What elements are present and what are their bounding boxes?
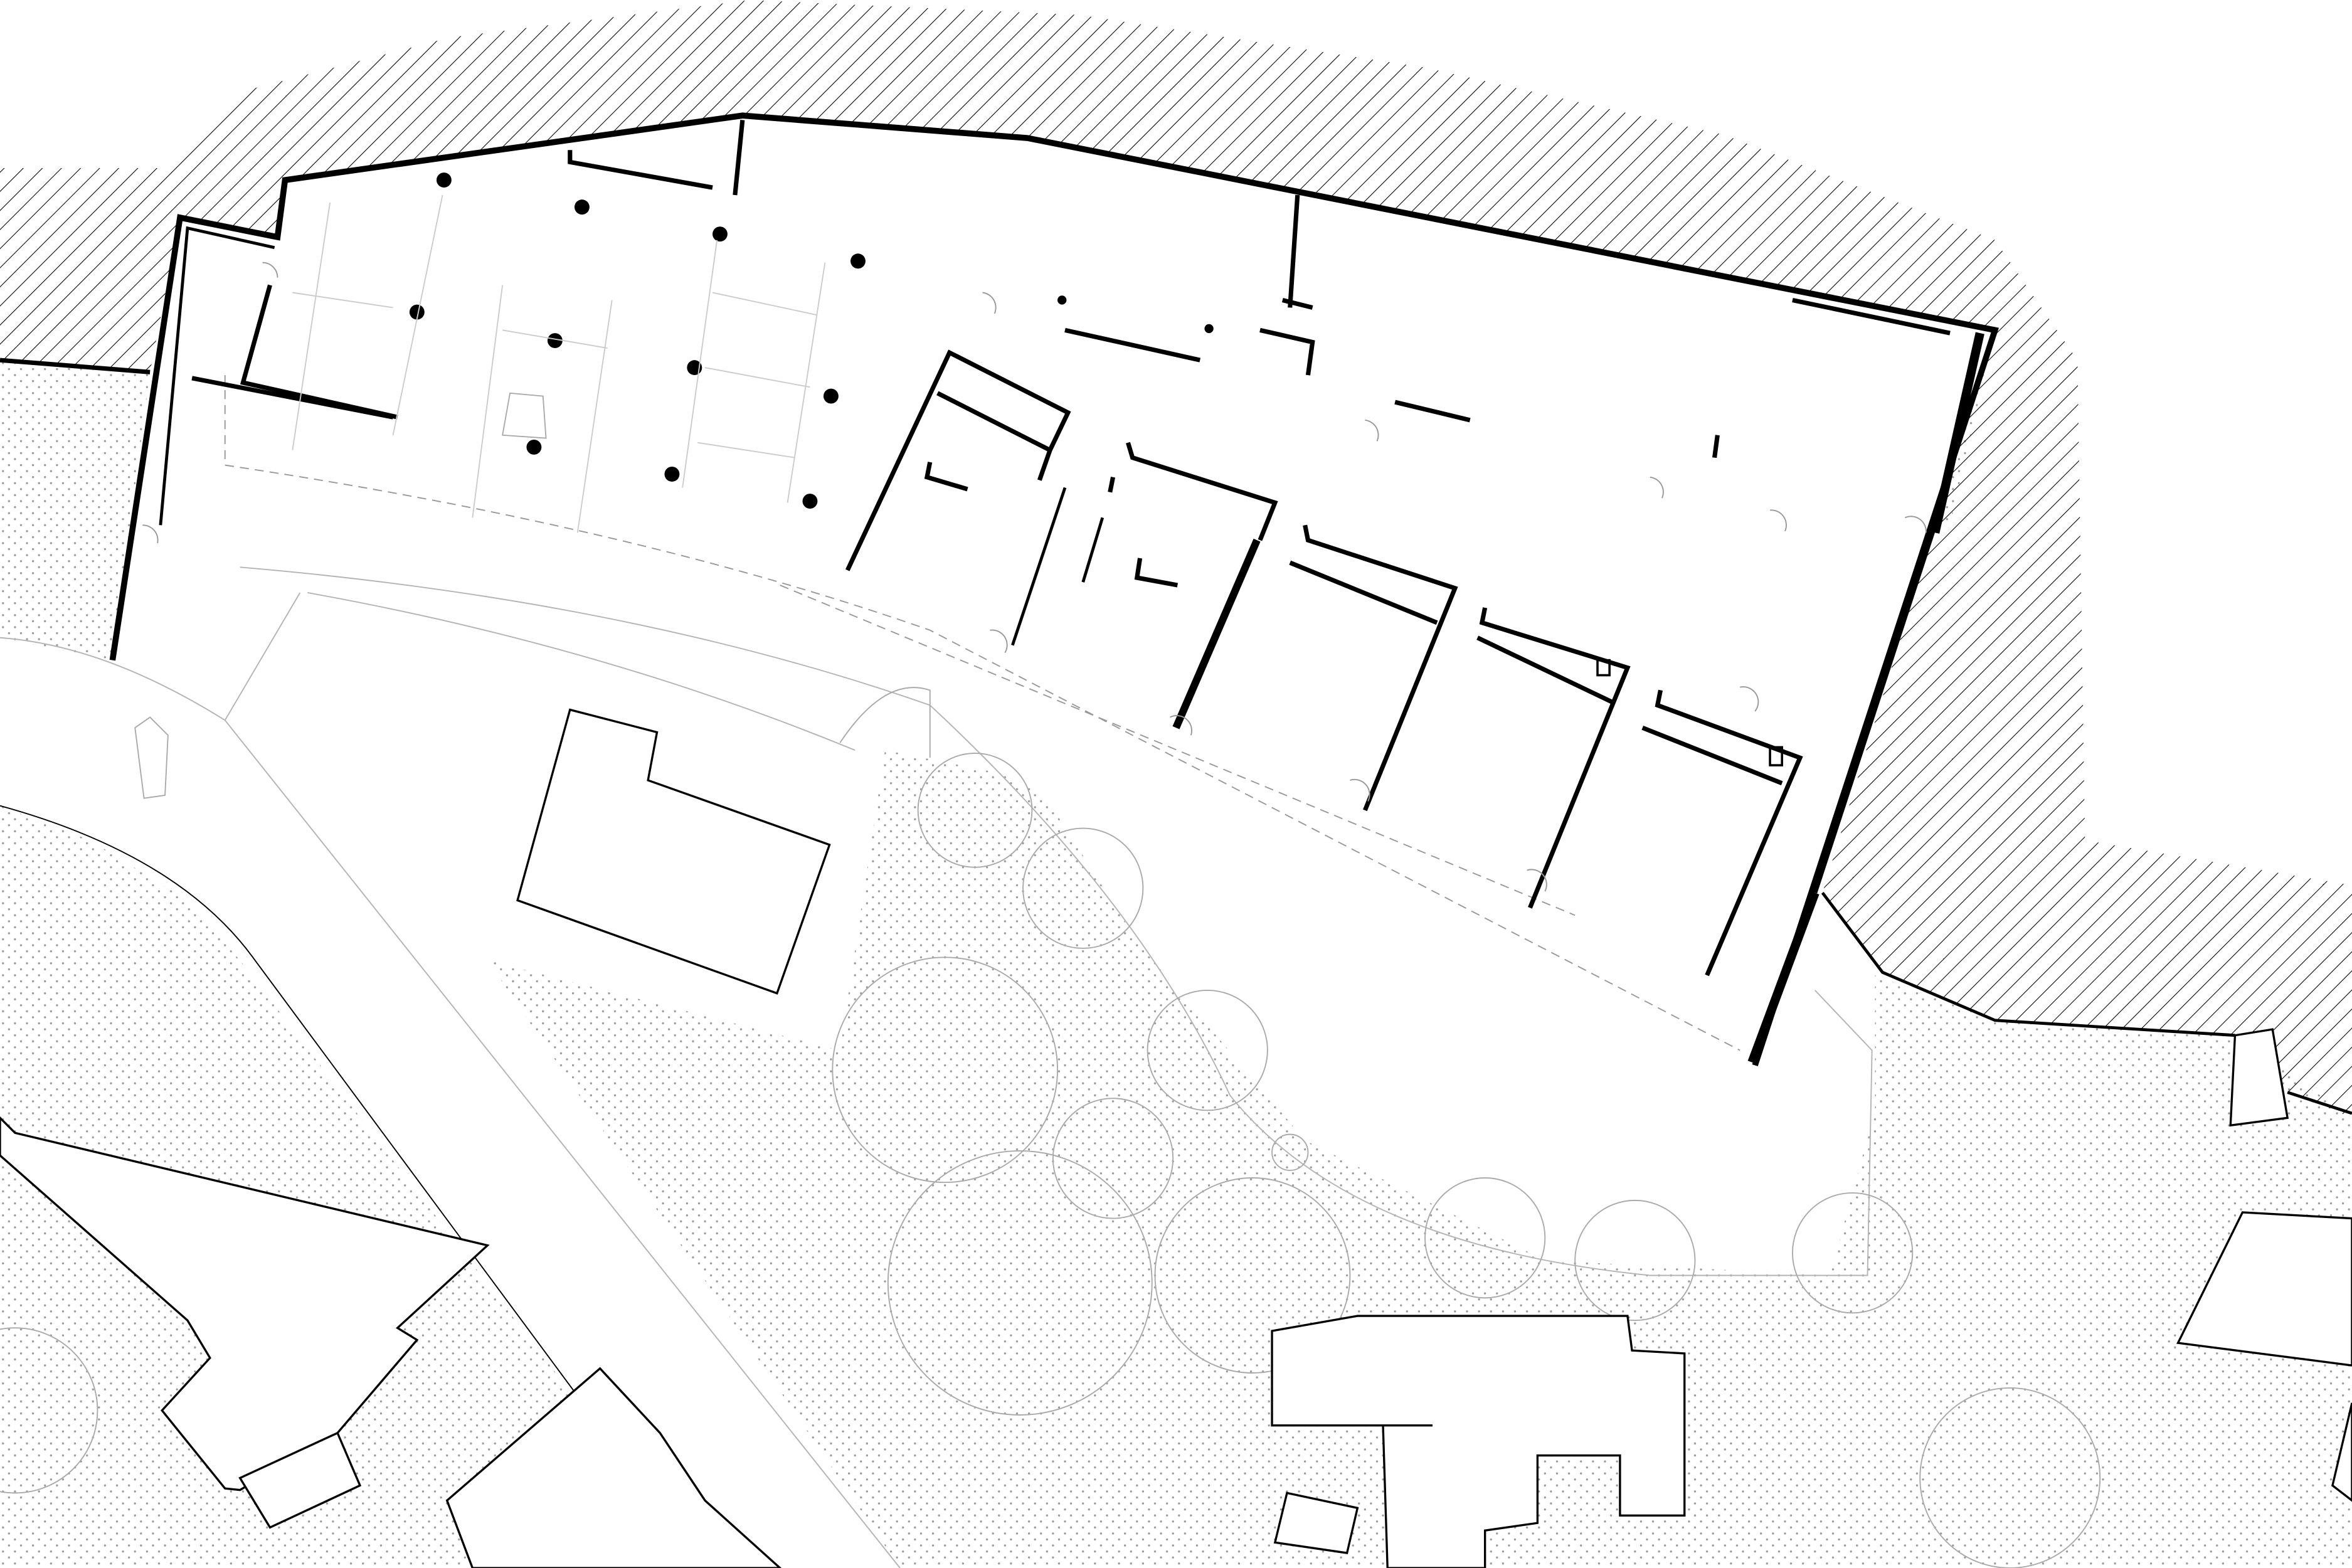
parking-stalls: [292, 194, 826, 533]
doors: [142, 262, 1927, 892]
trees: [0, 687, 2101, 1568]
dashed-lines: [224, 375, 1740, 1051]
building-small-left: [238, 1431, 362, 1529]
unit-5: [1641, 689, 1803, 977]
building-block-center: [516, 708, 831, 995]
unit-4: [1476, 607, 1631, 909]
building-small-right: [2229, 1028, 2289, 1127]
building-block-bottom-left: [445, 1367, 782, 1568]
unit-2: [1081, 442, 1278, 729]
building-walls: [0, 112, 2352, 1115]
building-floor: [112, 115, 1995, 1066]
road-lines: [0, 566, 1873, 1568]
unit-1: [845, 349, 1071, 646]
columns: [409, 172, 1214, 509]
units: [142, 262, 1927, 977]
hatched-terrain: [0, 0, 2352, 1118]
unit-3: [1289, 524, 1458, 812]
building-block-bottom: [1271, 1315, 1686, 1568]
building-small-bottom: [1273, 1491, 1359, 1554]
building-block-left: [0, 1116, 490, 1491]
neighbor-buildings: [0, 392, 2352, 1568]
